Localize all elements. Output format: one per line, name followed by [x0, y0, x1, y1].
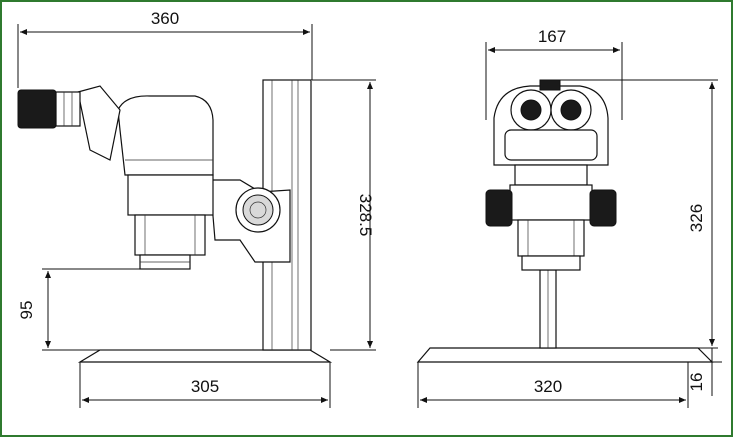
dim-label-16: 16 [687, 373, 706, 392]
side-view: 360 328.5 95 305 [17, 9, 376, 408]
front-view: 167 326 16 320 [416, 27, 722, 408]
dim-label-360: 360 [151, 9, 179, 28]
dim-label-326: 326 [687, 204, 706, 232]
dim-label-305: 305 [191, 377, 219, 396]
dim-label-167: 167 [538, 27, 566, 46]
dim-label-95: 95 [17, 301, 36, 320]
dim-front-base-thickness: 16 [687, 348, 722, 396]
dim-front-height: 326 [560, 79, 718, 349]
dim-side-base-width: 305 [79, 362, 331, 408]
front-base [416, 347, 714, 363]
dim-front-base-width: 320 [417, 362, 689, 408]
front-focus-knobs [485, 189, 617, 227]
front-microscope-head [493, 79, 609, 271]
side-eyepiece [17, 85, 121, 161]
dim-front-width: 167 [485, 27, 623, 120]
dim-label-328-5: 328.5 [356, 194, 375, 237]
side-base [77, 349, 333, 363]
front-pillar [539, 269, 557, 349]
dim-side-width: 360 [17, 9, 313, 88]
side-microscope-head [117, 95, 214, 270]
dim-side-working-height: 95 [17, 268, 140, 351]
dim-label-320: 320 [534, 377, 562, 396]
dim-side-height: 328.5 [312, 79, 376, 351]
